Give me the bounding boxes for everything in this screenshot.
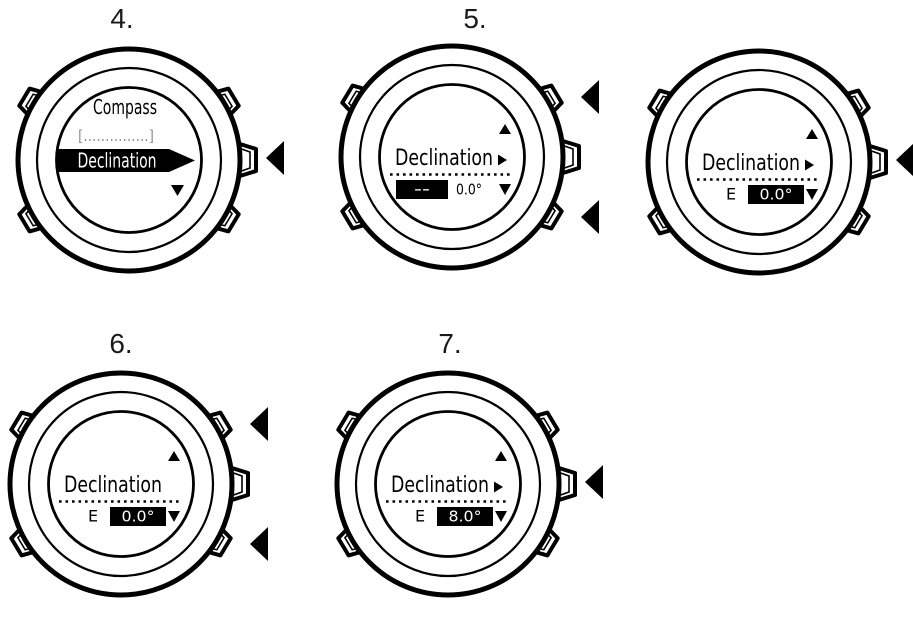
menu-placeholder-item: [...............] — [78, 127, 154, 145]
button-press-arrow-top-right — [581, 80, 599, 114]
submenu-arrow-icon — [498, 154, 507, 166]
watch-illustration: Declination -- 0.0° — [338, 43, 599, 271]
button-press-arrow-bottom-right — [250, 527, 268, 561]
scroll-up-icon — [168, 451, 180, 461]
screen-title: Declination — [395, 146, 493, 171]
scroll-up-icon — [499, 124, 511, 134]
selected-item-label: Declination — [78, 149, 157, 173]
button-press-arrow-middle-right — [896, 143, 913, 177]
scroll-up-icon — [806, 129, 818, 139]
selected-item-banner — [57, 149, 195, 172]
step-number-label: 6. — [109, 328, 133, 359]
scroll-down-icon — [499, 184, 511, 195]
value-field: 0.0° — [760, 186, 793, 204]
scroll-down-icon — [171, 185, 184, 196]
direction-field: E — [726, 185, 736, 204]
direction-field: -- — [414, 180, 430, 199]
button-press-arrow-bottom-right — [581, 200, 599, 234]
screen-title: Declination — [64, 473, 162, 498]
step-number-label: 7. — [438, 328, 462, 359]
value-field: 0.0° — [122, 508, 155, 526]
watch-step-2: Declination -- 0.0° — [292, 0, 612, 317]
submenu-arrow-icon — [494, 481, 503, 493]
value-field: 8.0° — [449, 508, 482, 526]
button-press-arrow-middle-right — [266, 141, 284, 175]
screen-title: Declination — [391, 473, 489, 498]
direction-field: E — [415, 507, 425, 526]
scroll-down-icon — [806, 189, 818, 200]
direction-field: E — [88, 507, 98, 526]
value-field-highlight — [110, 507, 166, 526]
direction-field-highlight — [396, 180, 448, 199]
watch-step-1: Compass [...............] Declination — [0, 0, 289, 320]
submenu-arrow-icon — [805, 159, 814, 171]
value-field-highlight — [748, 185, 804, 204]
step-number-label: 5. — [463, 3, 487, 34]
step-number-label: 4. — [110, 3, 134, 34]
button-press-arrow-middle-right — [585, 465, 603, 499]
scroll-down-icon — [495, 511, 507, 522]
watch-illustration: Compass [...............] Declination — [15, 46, 284, 274]
scroll-up-icon — [495, 451, 507, 461]
button-press-arrow-top-right — [250, 407, 268, 441]
value-field-highlight — [437, 507, 493, 526]
screen-title: Declination — [702, 151, 800, 176]
scroll-down-icon — [168, 511, 180, 522]
screen-title: Compass — [93, 95, 157, 119]
value-field: 0.0° — [456, 181, 482, 199]
declination-setting-figure: 4. Compass [...............] Declination 5. D… — [0, 0, 913, 598]
